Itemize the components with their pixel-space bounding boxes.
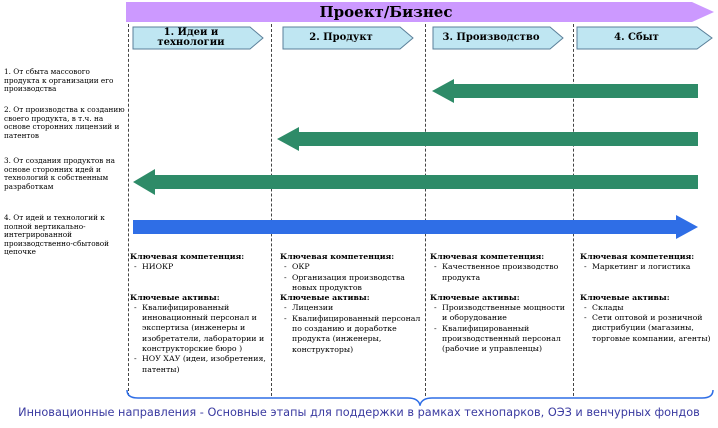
- assets-heading: Ключевые активы:: [130, 292, 220, 302]
- stage-chevron-shape: [282, 26, 414, 50]
- column-production: Ключевая компетенция: Качественное произ…: [430, 252, 572, 355]
- competence-list: НИОКР: [130, 262, 270, 273]
- assets-list: Склады Сети оптовой и розничной дистрибу…: [580, 303, 714, 344]
- column-product: Ключевая компетенция: ОКР Организация пр…: [280, 252, 422, 355]
- flow-label-2: 2. От производства к созданию своего про…: [4, 105, 125, 140]
- flow-label-1: 1. От сбыта массового продукта к организ…: [4, 67, 114, 94]
- stage-chevron-shape: [432, 26, 564, 50]
- flow-arrow-1: [432, 79, 698, 103]
- stage-ideas-technologies: 1. Идеи и технологии: [132, 26, 264, 50]
- column-sales: Ключевая компетенция: Маркетинг и логист…: [580, 252, 714, 344]
- stage-production: 3. Производство: [432, 26, 564, 50]
- stage-label: 3. Производство: [442, 32, 540, 43]
- competence-heading: Ключевая компетенция:: [130, 252, 245, 261]
- flow-arrow-4: [133, 215, 698, 239]
- competence-list: Качественное производство продукта: [430, 262, 572, 283]
- competence-item: НИОКР: [134, 262, 270, 273]
- stage-label: 1. Идеи и технологии: [157, 27, 225, 48]
- asset-item: НОУ ХАУ (идеи, изобретения, патенты): [134, 354, 270, 375]
- asset-item: Квалифицированный персонал по созданию и…: [284, 314, 422, 355]
- competence-item: Маркетинг и логистика: [584, 262, 714, 273]
- curly-brace: [126, 390, 714, 406]
- competence-list: Маркетинг и логистика: [580, 262, 714, 273]
- flow-label-4: 4. От идей и технологий к полной вертика…: [4, 213, 109, 257]
- competence-list: ОКР Организация производства новых проду…: [280, 262, 422, 293]
- asset-item: Склады: [584, 303, 714, 314]
- competence-heading: Ключевая компетенция:: [280, 252, 395, 261]
- assets-heading: Ключевые активы:: [280, 293, 370, 303]
- asset-item: Производственные мощности и оборудование: [434, 303, 572, 324]
- competence-item: ОКР: [284, 262, 422, 273]
- stage-chevron-shape: [576, 26, 713, 50]
- stage-product: 2. Продукт: [282, 26, 414, 50]
- project-business-banner: Проект/Бизнес: [126, 2, 714, 22]
- column-divider: [128, 24, 129, 396]
- banner-title: Проект/Бизнес: [319, 3, 453, 21]
- stage-label: 4. Сбыт: [614, 32, 659, 43]
- diagram-caption: Инновационные направления - Основные эта…: [18, 406, 700, 419]
- competence-item: Качественное производство продукта: [434, 262, 572, 283]
- flow-label-3: 3. От создания продуктов на основе сторо…: [4, 156, 115, 191]
- spacer: [130, 273, 270, 293]
- column-divider: [271, 24, 272, 396]
- column-divider: [573, 24, 574, 396]
- competence-heading: Ключевая компетенция:: [430, 252, 545, 261]
- stage-label: 2. Продукт: [309, 32, 373, 43]
- spacer: [580, 273, 714, 293]
- column-divider: [425, 24, 426, 396]
- assets-heading: Ключевые активы:: [430, 292, 520, 302]
- asset-item: Квалифицированный производственный персо…: [434, 324, 572, 355]
- assets-list: Квалифицированный инновационный персонал…: [130, 303, 270, 375]
- competence-item: Организация производства новых продуктов: [284, 273, 422, 294]
- asset-item: Сети оптовой и розничной дистрибуции (ма…: [584, 313, 714, 344]
- competence-heading: Ключевая компетенция:: [580, 252, 695, 261]
- banner-arrow-shape: [126, 2, 714, 22]
- stage-chevron-shape: [132, 26, 264, 50]
- assets-heading: Ключевые активы:: [580, 292, 670, 302]
- assets-list: Лицензии Квалифицированный персонал по с…: [280, 303, 422, 354]
- asset-item: Лицензии: [284, 303, 422, 314]
- flow-arrow-3: [133, 169, 698, 195]
- flow-arrow-2: [277, 127, 698, 151]
- spacer: [430, 283, 572, 293]
- stage-sales: 4. Сбыт: [576, 26, 714, 50]
- assets-list: Производственные мощности и оборудование…: [430, 303, 572, 354]
- column-ideas-technologies: Ключевая компетенция: НИОКР Ключевые акт…: [130, 252, 270, 375]
- asset-item: Квалифицированный инновационный персонал…: [134, 303, 270, 354]
